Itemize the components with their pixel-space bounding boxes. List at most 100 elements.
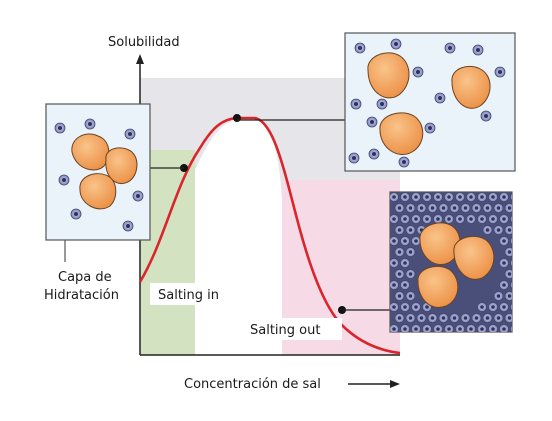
- salt-ion: [510, 281, 512, 289]
- salt-ion-core: [474, 206, 479, 210]
- salting-out-label-box: [244, 318, 342, 340]
- salt-ion-core: [496, 294, 501, 298]
- ions-peak: [348, 38, 506, 168]
- salt-ion-core: [425, 195, 429, 199]
- salt-ion-core: [425, 217, 429, 221]
- salt-ion-core: [436, 217, 440, 221]
- salt-ion-core: [485, 316, 490, 320]
- salt-ion-core: [403, 217, 407, 221]
- salt-ion-core: [397, 228, 402, 232]
- salt-ion-core: [403, 283, 407, 287]
- protein-cluster-low: [71, 133, 138, 210]
- salt-ion-core: [397, 316, 402, 320]
- salt-ion-core: [491, 195, 495, 199]
- salt-ion-core: [502, 195, 506, 199]
- x-label-arrowhead: [390, 380, 400, 388]
- salt-ion-core: [496, 316, 501, 320]
- salt-ion-core: [408, 272, 413, 276]
- salt-ion: [510, 193, 512, 201]
- salt-ion-core: [480, 195, 484, 199]
- ions-low: [54, 118, 144, 232]
- salt-ion-core: [502, 283, 506, 287]
- salt-ion-core: [403, 305, 407, 309]
- salt-ion-core: [403, 327, 407, 331]
- salt-ion-core: [452, 206, 457, 210]
- salt-ion-core: [425, 327, 429, 331]
- salt-ion-core: [469, 327, 473, 331]
- inset-high-salt: [389, 191, 517, 333]
- salt-ion-core: [496, 228, 501, 232]
- salt-ion-core: [408, 206, 413, 210]
- salting-in-label: Salting in: [158, 288, 219, 303]
- salt-ion: [510, 259, 512, 267]
- salt-ion-core: [397, 272, 402, 276]
- salt-ion-core: [392, 305, 396, 309]
- salt-ion-core: [414, 239, 418, 243]
- salt-ion-core: [458, 327, 462, 331]
- salt-ion-core: [507, 316, 512, 320]
- salt-ion-core: [408, 294, 413, 298]
- salt-ion-core: [491, 327, 495, 331]
- salt-ion-core: [502, 239, 506, 243]
- inset-low-salt: [45, 103, 151, 241]
- protein-dispersed: [367, 52, 491, 155]
- salt-ion-core: [430, 316, 435, 320]
- y-axis-label: Solubilidad: [108, 35, 180, 50]
- salt-ion-core: [458, 195, 462, 199]
- salt-ion-core: [513, 261, 517, 265]
- salt-ion-core: [452, 316, 457, 320]
- salt-ion-core: [408, 228, 413, 232]
- salt-ion-core: [441, 206, 446, 210]
- salt-ion-core: [491, 217, 495, 221]
- salt-ion-core: [392, 239, 396, 243]
- salt-ion-core: [392, 217, 396, 221]
- salt-ion-core: [480, 217, 484, 221]
- salting-in-label-box: [150, 283, 246, 305]
- salt-ion-core: [502, 305, 506, 309]
- salt-ion-core: [430, 206, 435, 210]
- salt-ion-core: [474, 316, 479, 320]
- salt-ion-core: [513, 305, 517, 309]
- salt-ion: [510, 303, 512, 311]
- salt-ion: [510, 215, 512, 223]
- salt-ion-core: [507, 294, 512, 298]
- salt-ion-core: [403, 261, 407, 265]
- point-peak: [233, 114, 241, 122]
- salt-ion-core: [419, 206, 424, 210]
- salt-ion-core: [408, 250, 413, 254]
- salt-ion-core: [513, 195, 517, 199]
- salt-ion-core: [436, 327, 440, 331]
- salt-ion-core: [397, 206, 402, 210]
- salt-ion-core: [403, 195, 407, 199]
- salt-ion-core: [513, 239, 517, 243]
- salt-ion-core: [502, 217, 506, 221]
- salt-ion-core: [392, 261, 396, 265]
- salt-ion-core: [480, 305, 484, 309]
- salt-ion-core: [463, 206, 468, 210]
- salt-ion-core: [513, 327, 517, 331]
- salt-ion-core: [513, 283, 517, 287]
- salt-ion-core: [507, 228, 512, 232]
- salt-ion-core: [458, 217, 462, 221]
- salt-ion-core: [496, 206, 501, 210]
- salt-ion-core: [469, 195, 473, 199]
- solubility-curve: [138, 116, 401, 355]
- salt-ion-core: [507, 272, 512, 276]
- salt-ion-core: [502, 327, 506, 331]
- x-axis-label: Concentración de sal: [184, 377, 321, 392]
- salt-ion-core: [491, 305, 495, 309]
- salt-ion-core: [441, 316, 446, 320]
- salt-ion-core: [469, 217, 473, 221]
- salt-ion-core: [507, 250, 512, 254]
- salt-ion-core: [485, 206, 490, 210]
- salt-ion-core: [419, 316, 424, 320]
- salt-ion-core: [463, 316, 468, 320]
- salt-ion-core: [397, 250, 402, 254]
- salt-ion-core: [436, 195, 440, 199]
- salt-ion-core: [392, 327, 396, 331]
- salt-ion-core: [447, 195, 451, 199]
- salt-ion-core: [403, 239, 407, 243]
- salt-ion-core: [397, 294, 402, 298]
